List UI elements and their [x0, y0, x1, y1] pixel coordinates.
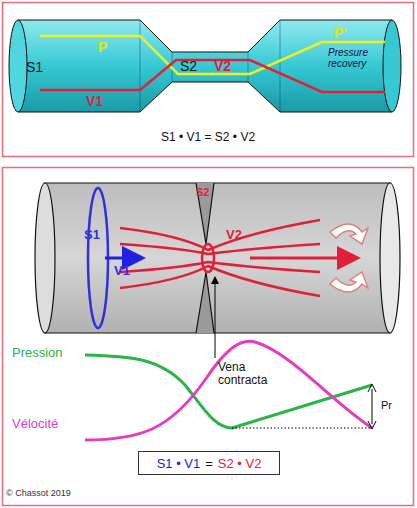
- label-text: S2: [196, 186, 209, 198]
- equation-box: S1 • V1 = S2 • V2: [138, 451, 280, 475]
- label-text: S1 • V1 = S2 • V2: [161, 131, 255, 144]
- label-text: Pression: [12, 346, 63, 360]
- label-text: © Chassot 2019: [6, 489, 71, 499]
- label-text: S1: [84, 228, 100, 242]
- label-text: P': [334, 26, 347, 41]
- label-text: Vena contracta: [218, 361, 292, 387]
- label-text: V1: [114, 264, 130, 278]
- equation-text: =: [205, 456, 213, 471]
- label-text: S1: [26, 60, 43, 75]
- equation-text: S2 • V2: [218, 456, 262, 471]
- label-text: V1: [86, 94, 103, 109]
- label-text: Vélocité: [12, 417, 58, 431]
- label-text: S2: [180, 59, 197, 74]
- equation-text: S1 • V1: [157, 456, 201, 471]
- label-text: Pr: [381, 399, 392, 411]
- label-text: Pressure recovery: [328, 47, 384, 69]
- label-text: V2: [226, 228, 242, 242]
- label-text: V2: [214, 59, 231, 74]
- label-text: P: [98, 40, 107, 55]
